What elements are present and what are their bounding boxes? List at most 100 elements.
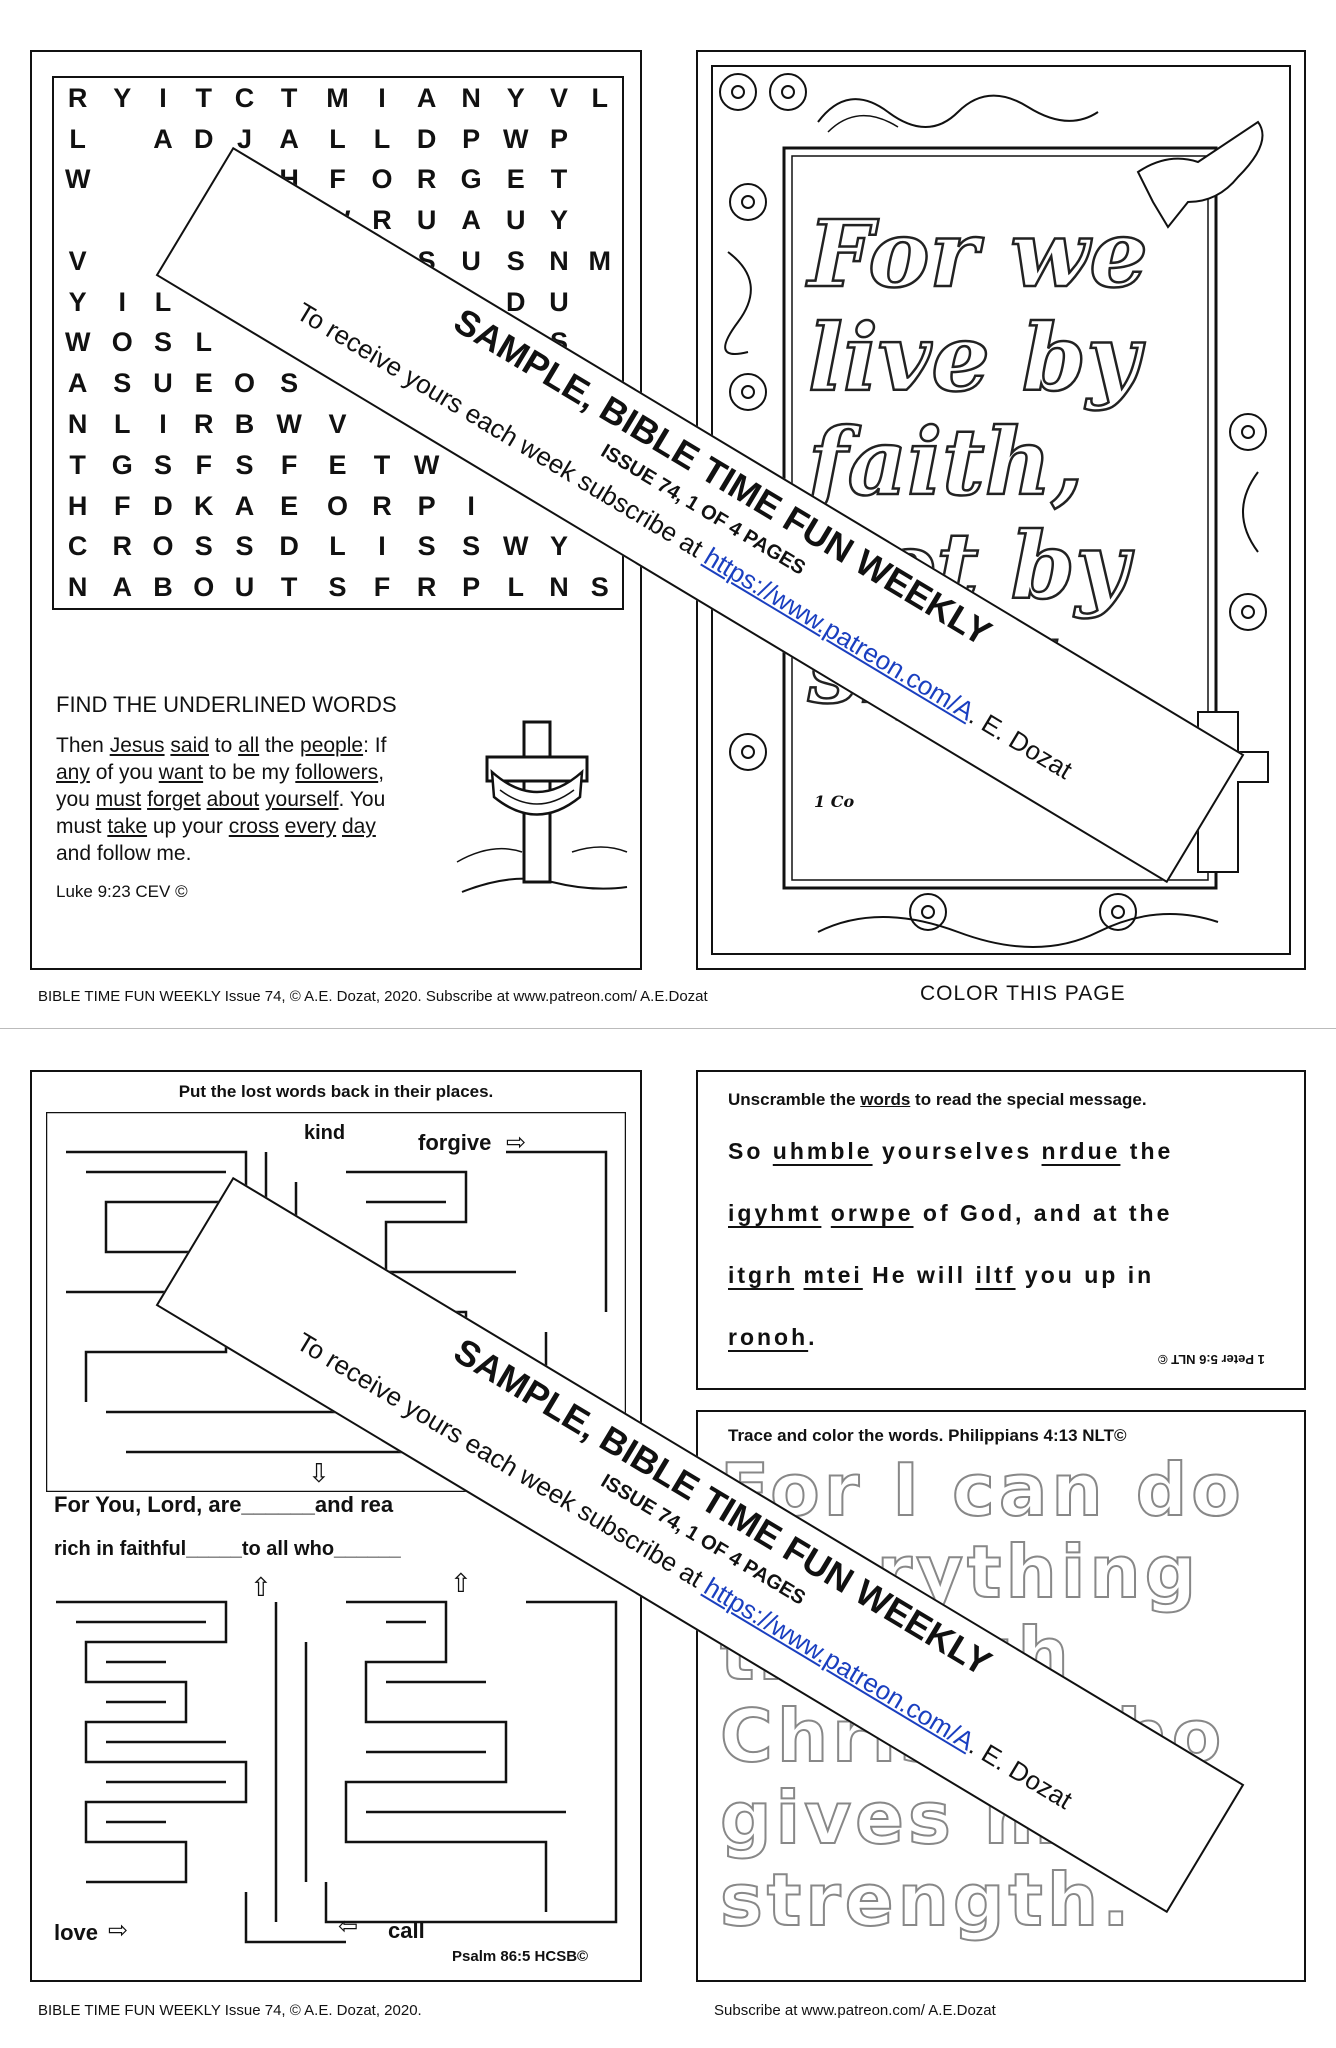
wordsearch-cell: Y — [68, 286, 88, 317]
unscramble-line-4: ronoh. — [728, 1324, 818, 1350]
wordsearch-cell — [102, 160, 143, 201]
wordsearch-cell: L — [507, 572, 525, 603]
wordsearch-cell: L — [591, 82, 610, 113]
wordsearch-cell: O — [152, 531, 175, 562]
wordsearch-cell: F — [195, 449, 214, 480]
wordsearch-cell: A — [67, 368, 89, 399]
wordsearch-cell — [579, 323, 622, 364]
wordsearch-cell: E — [506, 164, 526, 195]
wordsearch-cell: W — [64, 327, 92, 358]
wordsearch-cell: O — [234, 368, 257, 399]
wordsearch-cell: N — [67, 572, 89, 603]
wordsearch-cell: L — [195, 327, 214, 358]
trace-line: strength. — [719, 1857, 1134, 1943]
unscramble-reference: 1 Peter 5:6 NLT © — [1158, 1352, 1265, 1367]
arrow-up-icon: ⇧ — [450, 1568, 472, 1598]
maze-word-call: call — [388, 1918, 425, 1943]
wordsearch-cell: L — [329, 531, 347, 562]
wordsearch-cell: M — [588, 245, 613, 276]
coloring-reference: 1 Co — [814, 792, 855, 811]
wordsearch-cell: U — [461, 245, 482, 276]
color-this-page-label: COLOR THIS PAGE — [920, 982, 1126, 1005]
wordsearch-cell: F — [329, 164, 347, 195]
unscramble-line-3: itgrh mtei He will iltf you up in — [728, 1262, 1155, 1288]
wordsearch-cell: N — [67, 409, 89, 439]
wordsearch-cell — [102, 119, 143, 160]
wordsearch-cell: S — [506, 245, 526, 276]
wordsearch-panel: RYITCTMIANYVLLADJALLDPWPWEHFORGETWRUAUYV… — [30, 50, 642, 970]
wordsearch-cell: T — [69, 449, 87, 480]
wordsearch-cell: V — [68, 245, 88, 276]
unscramble-line-2: igyhmt orwpe of God, and at the — [728, 1200, 1173, 1226]
wordsearch-cell: R — [372, 490, 393, 521]
wordsearch-cell: S — [154, 449, 174, 480]
wordsearch-cell: L — [69, 123, 87, 154]
maze-title: Put the lost words back in their places. — [178, 1082, 494, 1101]
wordsearch-cell: F — [280, 449, 299, 480]
wordsearch-cell — [102, 200, 143, 241]
wordsearch-cell: W — [502, 123, 530, 154]
wordsearch-cell — [143, 160, 184, 201]
wordsearch-cell: F — [113, 490, 132, 521]
wordsearch-cell: D — [416, 123, 438, 154]
wordsearch-cell: L — [329, 123, 347, 154]
wordsearch-cell: A — [461, 205, 482, 236]
trace-line: For I can do — [719, 1447, 1245, 1533]
wordsearch-cell: S — [280, 368, 300, 399]
wordsearch-cell: T — [280, 82, 299, 113]
wordsearch-cell: M — [326, 82, 350, 113]
floral-border — [711, 65, 1291, 955]
wordsearch-reference: Luke 9:23 CEV © — [56, 882, 188, 901]
wordsearch-cell: I — [378, 531, 387, 562]
wordsearch-cell: S — [417, 531, 437, 562]
wordsearch-cell: I — [378, 82, 387, 113]
wordsearch-cell: Y — [113, 82, 133, 113]
footer-top-left: BIBLE TIME FUN WEEKLY Issue 74, © A.E. D… — [38, 988, 708, 1005]
wordsearch-cell: N — [549, 245, 570, 276]
wordsearch-cell: H — [67, 490, 89, 521]
wordsearch-cell: W — [502, 531, 530, 562]
wordsearch-cell — [143, 200, 184, 241]
wordsearch-cell: O — [326, 490, 349, 521]
wordsearch-row: WEHFORGET — [54, 160, 622, 201]
wordsearch-cell: B — [234, 409, 256, 439]
page-divider — [0, 1028, 1336, 1029]
maze-word-kind: kind — [304, 1122, 346, 1144]
maze-word-love: love — [54, 1920, 99, 1945]
wordsearch-cell — [579, 200, 622, 241]
wordsearch-cell: U — [153, 368, 174, 399]
wordsearch-cell: R — [67, 82, 89, 113]
wordsearch-cell: W — [413, 449, 441, 480]
wordsearch-cell: B — [153, 572, 174, 603]
wordsearch-cell: S — [235, 449, 255, 480]
wordsearch-cell: R — [112, 531, 133, 562]
footer-bottom-left: BIBLE TIME FUN WEEKLY Issue 74, © A.E. D… — [38, 2002, 422, 2019]
trace-title: Trace and color the words. Philippians 4… — [728, 1426, 1127, 1445]
arrow-up-icon: ⇧ — [250, 1572, 272, 1602]
unscramble-line-1: So uhmble yourselves nrdue the — [728, 1138, 1174, 1164]
maze-bottom — [56, 1600, 618, 1944]
wordsearch-cell: A — [112, 572, 133, 603]
wordsearch-cell: P — [462, 572, 482, 603]
arrow-left-icon: ⇦ — [338, 1913, 359, 1940]
maze-reference: Psalm 86:5 HCSB© — [452, 1948, 589, 1965]
wordsearch-cell: I — [159, 82, 168, 113]
arrow-right-icon: ⇨ — [108, 1917, 129, 1944]
wordsearch-cell: J — [237, 123, 254, 154]
wordsearch-cell: O — [111, 327, 134, 358]
wordsearch-cell: V — [549, 82, 569, 113]
wordsearch-cell: S — [328, 572, 348, 603]
coloring-line: live by — [807, 304, 1141, 412]
wordsearch-cell: U — [505, 205, 527, 236]
wordsearch-cell: N — [461, 82, 482, 113]
wordsearch-cell: U — [234, 572, 256, 603]
wordsearch-cell: K — [194, 490, 215, 521]
wordsearch-cell — [579, 119, 622, 160]
wordsearch-cell: S — [235, 531, 255, 562]
arrow-right-icon: ⇨ — [506, 1129, 527, 1156]
